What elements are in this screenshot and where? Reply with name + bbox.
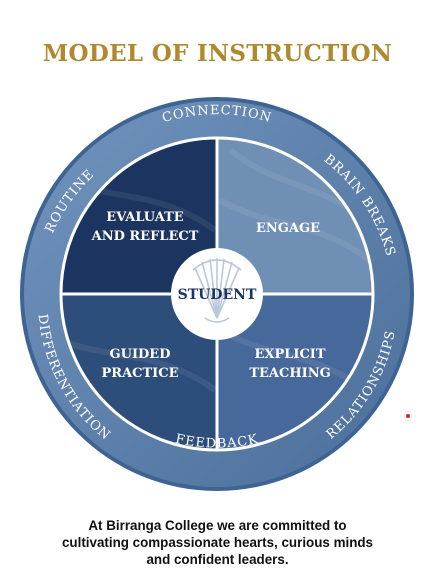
red-dot-marker — [406, 414, 410, 418]
caption-line: and confident leaders. — [146, 552, 289, 567]
shell-logo-icon — [192, 258, 242, 323]
quadrant-label-engage: ENGAGE — [256, 221, 320, 236]
page-title: MODEL OF INSTRUCTION — [42, 40, 393, 67]
quadrant-label-practice: PRACTICE — [101, 366, 178, 381]
quadrant-label-teaching: TEACHING — [249, 366, 330, 381]
quadrant-label-and-reflect: AND REFLECT — [91, 229, 199, 244]
quadrant-label-guided: GUIDED — [110, 347, 171, 362]
quadrant-label-evaluate: EVALUATE — [106, 210, 183, 225]
instruction-model-diagram: CONNECTION BRAIN BREAKS RELATIONSHIPS FE… — [20, 97, 414, 491]
caption-line: cultivating compassionate hearts, curiou… — [61, 535, 374, 550]
ring-label-feedback: FEEDBACK — [174, 432, 260, 452]
center-label-student: STUDENT — [178, 287, 257, 303]
mission-caption: At Birranga College we are committed to … — [0, 517, 435, 568]
caption-line: At Birranga College we are committed to — [88, 518, 347, 533]
quadrant-label-explicit: EXPLICIT — [254, 347, 325, 362]
